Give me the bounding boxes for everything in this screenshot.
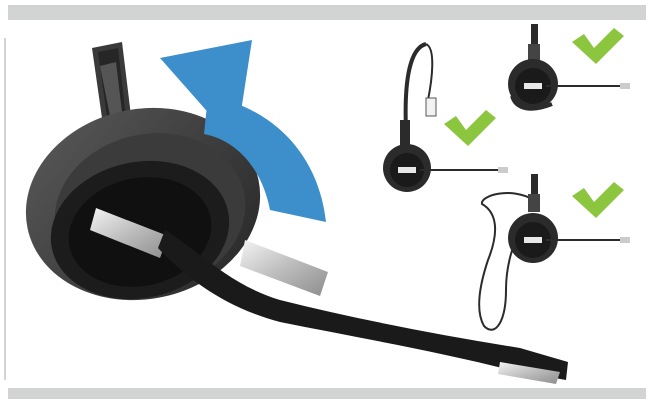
earpiece-silver-trim xyxy=(240,240,328,296)
checkmark-icon xyxy=(444,110,496,146)
checkmark-icon xyxy=(572,182,624,218)
checkmark-icon xyxy=(572,28,624,64)
